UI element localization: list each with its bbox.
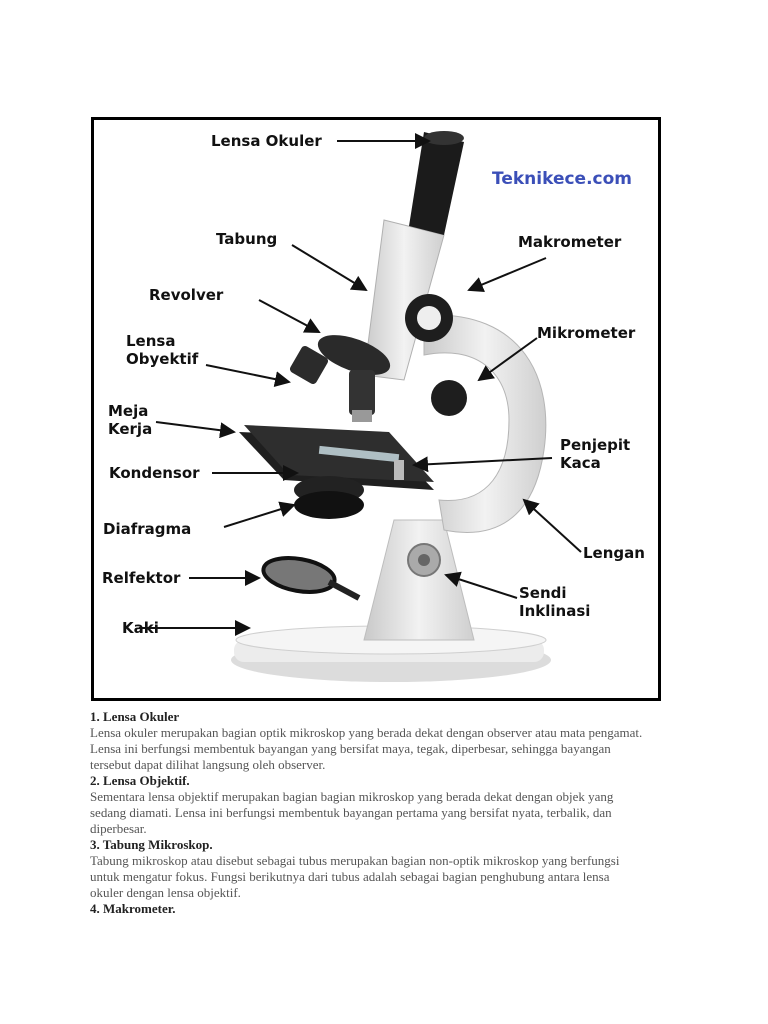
section-line: Lensa okuler merupakan bagian optik mikr… — [90, 725, 690, 741]
section-heading: 3. Tabung Mikroskop. — [90, 837, 690, 853]
section-heading: 2. Lensa Objektif. — [90, 773, 690, 789]
label-sendi-inklinasi: Sendi Inklinasi — [519, 584, 590, 620]
section-line: diperbesar. — [90, 821, 690, 837]
watermark: Teknikece.com — [492, 169, 632, 189]
section-line: okuler dengan lensa objektif. — [90, 885, 690, 901]
label-lengan: Lengan — [583, 544, 645, 562]
section-line: Sementara lensa objektif merupakan bagia… — [90, 789, 690, 805]
label-kaki: Kaki — [122, 619, 159, 637]
section-line: Lensa ini berfungsi membentuk bayangan y… — [90, 741, 690, 757]
section-heading: 1. Lensa Okuler — [90, 709, 690, 725]
label-makrometer: Makrometer — [518, 233, 621, 251]
label-diafragma: Diafragma — [103, 520, 191, 538]
label-lensa-okuler: Lensa Okuler — [211, 132, 322, 150]
section-line: Tabung mikroskop atau disebut sebagai tu… — [90, 853, 690, 869]
label-revolver: Revolver — [149, 286, 223, 304]
label-mikrometer: Mikrometer — [537, 324, 635, 342]
section-line: sedang diamati. Lensa ini berfungsi memb… — [90, 805, 690, 821]
label-kondensor: Kondensor — [109, 464, 200, 482]
section-heading: 4. Makrometer. — [90, 901, 690, 917]
article-text: 1. Lensa Okuler Lensa okuler merupakan b… — [90, 709, 690, 917]
label-penjepit-kaca: Penjepit Kaca — [560, 436, 630, 472]
section-line: tersebut dapat dilihat langsung oleh obs… — [90, 757, 690, 773]
label-relfektor: Relfektor — [102, 569, 180, 587]
label-lensa-obyektif: Lensa Obyektif — [126, 332, 198, 368]
microscope-diagram: Teknikece.com Lensa Okuler Tabung Makrom… — [91, 117, 661, 701]
label-meja-kerja: Meja Kerja — [108, 402, 152, 438]
section-line: untuk mengatur fokus. Fungsi berikutnya … — [90, 869, 690, 885]
label-tabung: Tabung — [216, 230, 277, 248]
